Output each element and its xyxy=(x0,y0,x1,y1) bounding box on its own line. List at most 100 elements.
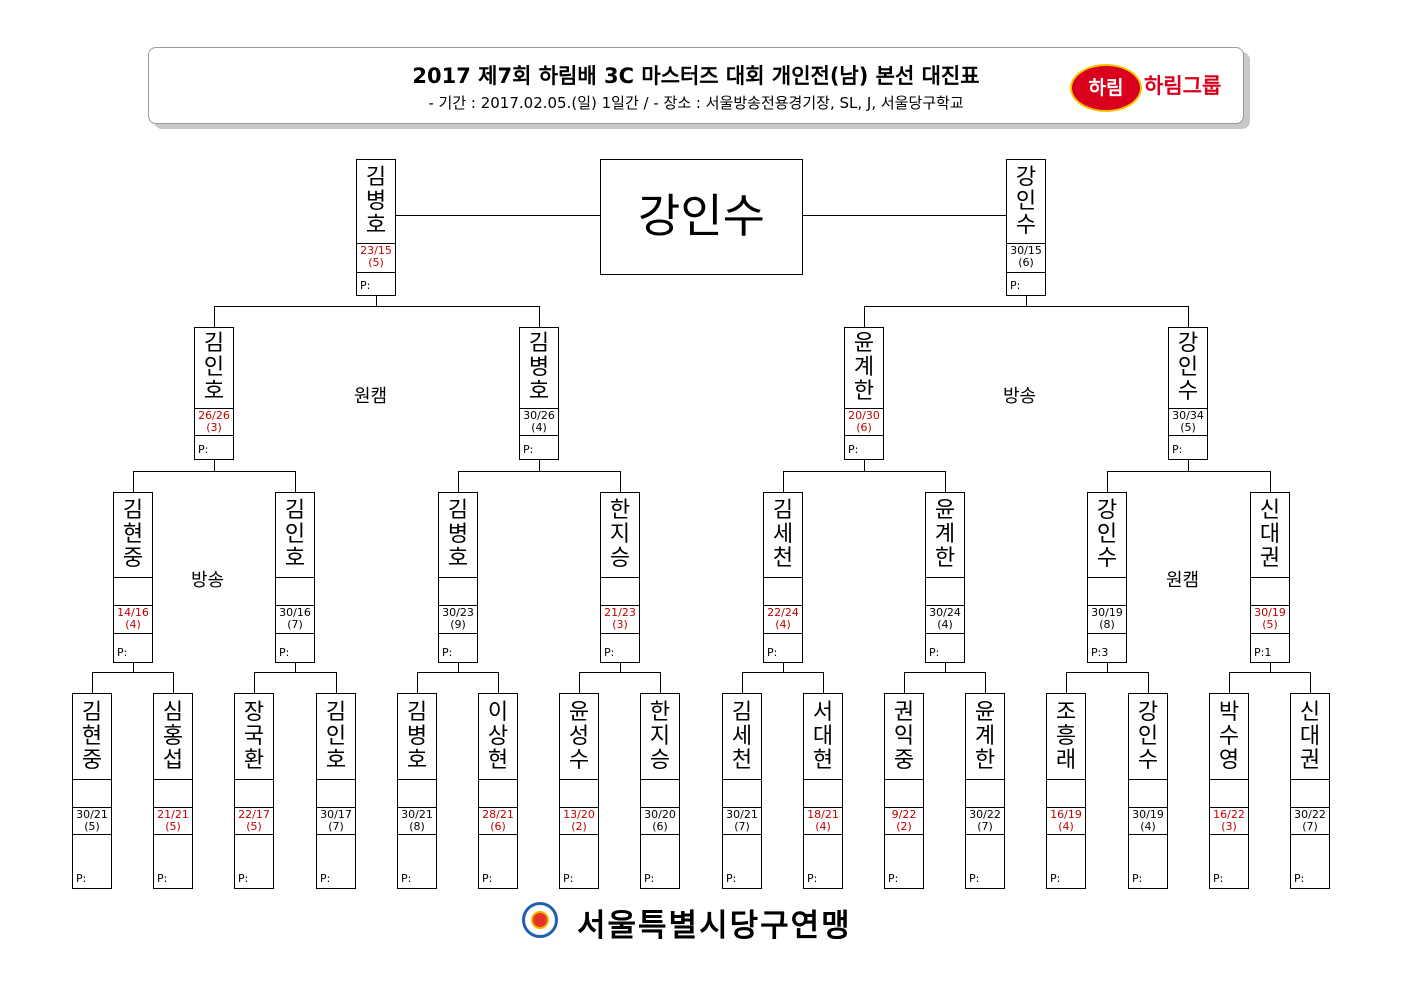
bracket-connector xyxy=(1066,672,1067,693)
header-panel: 2017 제7회 하림배 3C 마스터즈 대회 개인전(남) 본선 대진표 - … xyxy=(148,47,1244,124)
player-name-char: 김 xyxy=(325,699,347,725)
score-value: 30/21 xyxy=(401,808,433,821)
player-name-char: 김 xyxy=(528,331,550,356)
player-name-char: 한 xyxy=(934,546,956,571)
score-cell: 30/21(8) xyxy=(398,807,436,835)
player-name-char: 강 xyxy=(1177,331,1199,356)
blank-cell xyxy=(1210,779,1248,808)
player-name-char: 수 xyxy=(1096,546,1118,571)
bracket-connector xyxy=(1026,296,1027,307)
blank-cell xyxy=(235,779,273,808)
score-cell: 30/20(6) xyxy=(641,807,679,835)
score-cell: 30/17(7) xyxy=(317,807,355,835)
bracket-connector xyxy=(295,663,296,673)
blank-cell xyxy=(560,779,598,808)
player-name-char: 한 xyxy=(853,379,875,404)
score-value: 30/22 xyxy=(1294,808,1326,821)
player-name-char: 호 xyxy=(203,379,225,404)
score-value: 9/22 xyxy=(891,808,917,821)
score-cell: 30/26(4) xyxy=(520,408,558,436)
emblem-center-icon xyxy=(531,911,549,929)
player-name-char: 김 xyxy=(365,164,387,190)
score-value: 30/21 xyxy=(76,808,108,821)
blank-cell xyxy=(479,779,517,808)
player-name-char: 윤 xyxy=(853,331,875,356)
score-cell: 30/16(7) xyxy=(276,605,314,634)
player-name-char: 계 xyxy=(974,723,996,749)
score-cell: 18/21(4) xyxy=(804,807,842,835)
innings-value: (7) xyxy=(1302,820,1318,833)
innings-value: (6) xyxy=(490,820,506,833)
innings-value: (6) xyxy=(1018,256,1034,269)
blank-cell xyxy=(885,779,923,808)
points-label: P: xyxy=(401,872,412,885)
blank-cell xyxy=(114,577,152,606)
player-name-char: 김 xyxy=(203,331,225,356)
innings-value: (4) xyxy=(815,820,831,833)
player-name-char: 한 xyxy=(649,699,671,725)
player-name-char: 권 xyxy=(1299,747,1321,773)
points-label: P: xyxy=(442,646,453,659)
innings-value: (5) xyxy=(246,820,262,833)
blank-cell xyxy=(601,577,639,606)
bracket-connector xyxy=(417,672,418,693)
player-name-char: 한 xyxy=(974,747,996,773)
player-name-char: 지 xyxy=(649,723,671,749)
venue-label: 방송 xyxy=(1003,386,1037,407)
player-name-char: 인 xyxy=(284,522,306,547)
score-cell: 13/20(2) xyxy=(560,807,598,835)
score-cell: 30/22(7) xyxy=(966,807,1004,835)
innings-value: (6) xyxy=(856,421,872,434)
innings-value: (9) xyxy=(450,618,466,631)
score-value: 13/20 xyxy=(563,808,595,821)
points-label: P: xyxy=(320,872,331,885)
player-name-char: 김 xyxy=(122,498,144,523)
innings-value: (5) xyxy=(165,820,181,833)
player-name-char: 권 xyxy=(893,699,915,725)
player-name-char: 현 xyxy=(487,747,509,773)
score-cell: 26/26(3) xyxy=(195,408,233,436)
player-name-char: 병 xyxy=(447,522,469,547)
player-name-char: 홍 xyxy=(162,723,184,749)
innings-value: (4) xyxy=(775,618,791,631)
score-cell: 30/19(4) xyxy=(1129,807,1167,835)
blank-cell xyxy=(723,779,761,808)
player-name-char: 호 xyxy=(447,546,469,571)
blank-cell xyxy=(398,779,436,808)
player-name-char: 호 xyxy=(528,379,550,404)
score-value: 30/16 xyxy=(279,606,311,619)
player-name-char: 현 xyxy=(812,747,834,773)
bracket-connector xyxy=(803,215,1006,216)
player-name-char: 호 xyxy=(325,747,347,773)
bracket-connector xyxy=(214,460,215,472)
bracket-connector xyxy=(1188,460,1189,472)
player-name-char: 대 xyxy=(1299,723,1321,749)
score-cell: 22/17(5) xyxy=(235,807,273,835)
bracket-connector xyxy=(458,663,459,673)
blank-cell xyxy=(804,779,842,808)
player-name-char: 윤 xyxy=(934,498,956,523)
score-cell: 30/19(5) xyxy=(1251,605,1289,634)
